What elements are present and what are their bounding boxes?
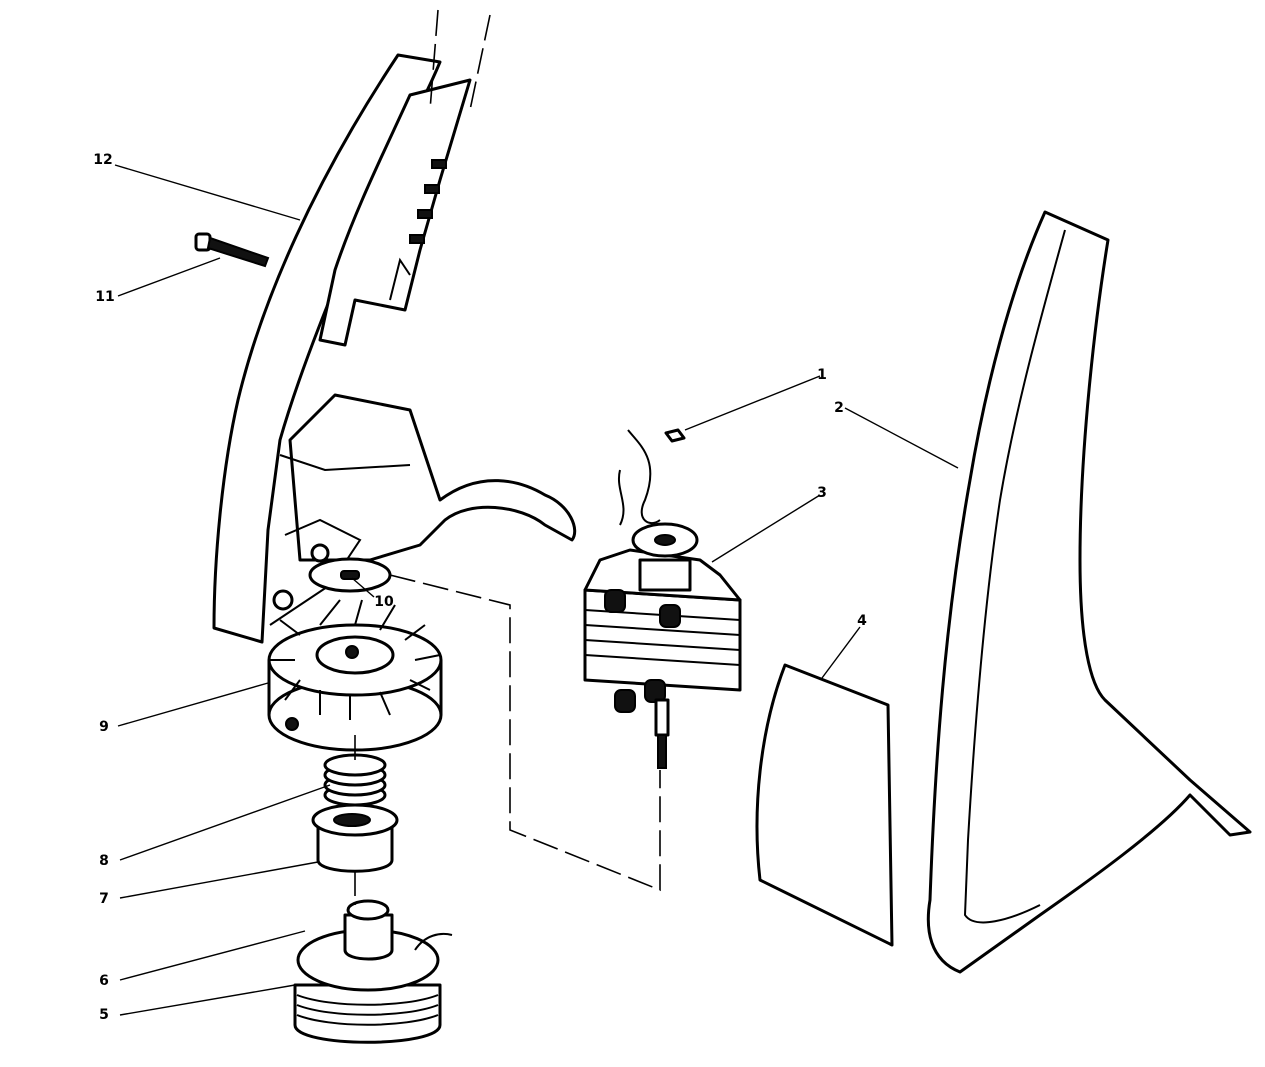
cooling-fan <box>267 599 443 752</box>
callout-8: 8 <box>99 853 109 869</box>
leader-lines <box>114 164 959 1016</box>
callout-10: 10 <box>374 594 394 610</box>
assembly-lines <box>354 574 661 905</box>
screw-small <box>664 428 686 443</box>
callout-3: 3 <box>817 485 827 501</box>
spring <box>323 753 387 807</box>
callout-11: 11 <box>95 289 115 305</box>
handle-shaft-outline <box>429 9 491 111</box>
housing-left-half <box>212 53 577 644</box>
callout-9: 9 <box>99 719 109 735</box>
washer <box>308 557 392 593</box>
callout-6: 6 <box>99 973 109 989</box>
callout-2: 2 <box>834 400 844 416</box>
callout-4: 4 <box>857 613 867 629</box>
callout-7: 7 <box>99 891 109 907</box>
callout-5: 5 <box>99 1007 109 1023</box>
screw-long <box>194 232 270 268</box>
electric-motor <box>583 429 742 769</box>
callout-12: 12 <box>93 152 113 168</box>
decal-label <box>755 663 894 947</box>
spool-retainer <box>311 803 399 873</box>
spool-assembly <box>293 899 453 1044</box>
housing-right-half <box>926 210 1252 974</box>
callout-1: 1 <box>817 367 827 383</box>
